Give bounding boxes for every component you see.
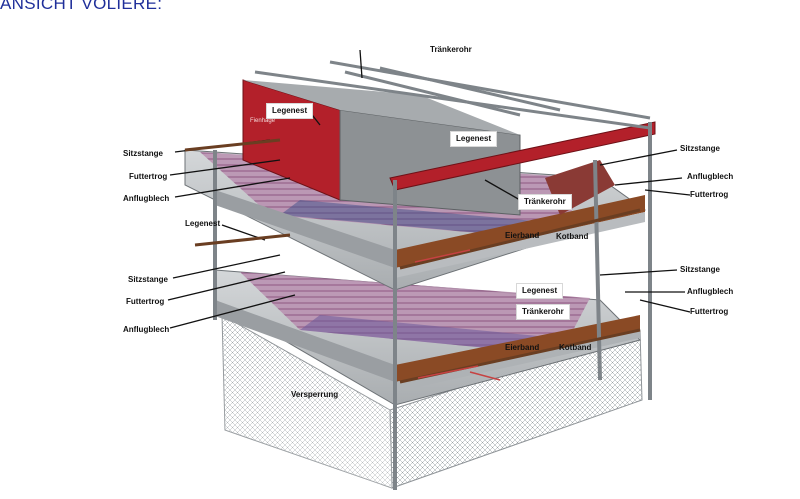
label-legenest-back: Legenest (266, 103, 314, 119)
label-futtertrog-l2: Futtertrog (126, 297, 165, 306)
label-anflugblech-l1: Anflugblech (123, 194, 170, 203)
page-title: ANSICHT VOLIERE: (0, 0, 163, 13)
lower-tier (214, 269, 641, 406)
label-legenest-r2: Legenest (516, 283, 564, 299)
top-rails (254, 60, 651, 130)
label-sitzstange-l2: Sitzstange (128, 275, 169, 284)
label-traenkerohr-top: Tränkerohr (430, 45, 472, 54)
versperrung-mesh (221, 314, 643, 489)
label-kotband-1: Kotband (556, 232, 589, 241)
label-anflugblech-l2: Anflugblech (123, 325, 170, 334)
label-eierband-1: Eierband (505, 231, 540, 240)
brand-text: Fienhage (250, 118, 276, 124)
label-traenkerohr-r2: Tränkerohr (516, 304, 570, 320)
nest-lines (414, 249, 501, 381)
label-traenkerohr-r1: Tränkerohr (518, 194, 572, 210)
frame-posts (213, 122, 652, 490)
label-sitzstange-l1: Sitzstange (123, 149, 164, 158)
label-legenest-mid: Legenest (450, 131, 498, 147)
label-sitzstange-r2: Sitzstange (680, 265, 721, 274)
label-futtertrog-l1: Futtertrog (129, 172, 168, 181)
label-futtertrog-r1: Futtertrog (690, 190, 729, 199)
label-futtertrog-r2: Futtertrog (690, 307, 729, 316)
label-versperrung: Versperrung (291, 390, 339, 399)
label-anflugblech-r2: Anflugblech (687, 287, 734, 296)
label-eierband-2: Eierband (505, 343, 540, 352)
label-legenest-left: Legenest (185, 219, 221, 228)
label-anflugblech-r1: Anflugblech (687, 172, 734, 181)
label-kotband-2: Kotband (559, 343, 592, 352)
label-sitzstange-r1: Sitzstange (680, 144, 721, 153)
